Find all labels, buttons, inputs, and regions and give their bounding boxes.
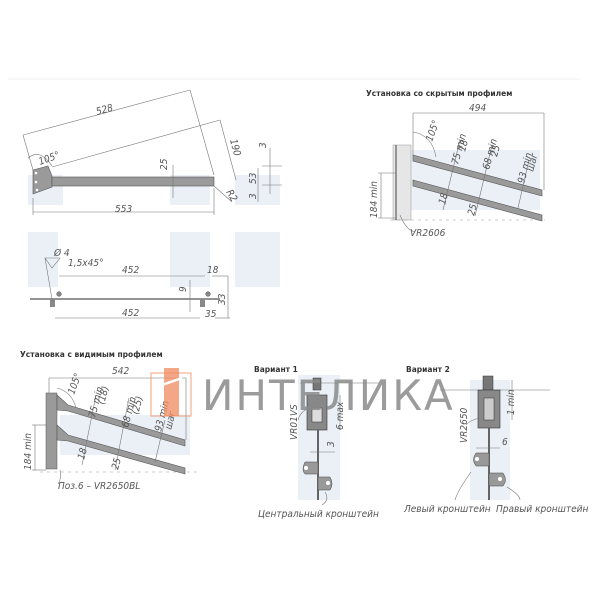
dim-25-hidden-bottom: 25 — [466, 203, 480, 217]
dim-452-top: 452 — [122, 265, 139, 276]
dim-chamfer: 1,5x45° — [68, 258, 104, 269]
bracket-arm — [51, 176, 215, 187]
hidden-profile-title: Установка со скрытым профилем — [366, 89, 512, 98]
dim-452-bottom: 452 — [122, 308, 139, 319]
caption-right-bracket: Правый кронштейн — [496, 504, 588, 515]
lower-bracket — [412, 179, 543, 222]
dim-25-visible-bottom: 25 — [110, 457, 124, 471]
dim-18-visible-top: (18) — [96, 385, 111, 406]
dim-18-visible-bottom: 18 — [76, 447, 90, 461]
part-vr2650bl: Поз.6 – VR2650BL — [58, 481, 140, 492]
caption-central-bracket: Центральный кронштейн — [258, 509, 379, 520]
dim-hole-4: Ø 4 — [53, 247, 70, 259]
dim-18-hidden-bottom: 18 — [437, 192, 451, 206]
dim-6-variant2: 6 — [502, 437, 508, 448]
drawing-hidden-profile: Установка со скрытым профилем 494 105° 7… — [366, 89, 545, 239]
dim-3-bottom: 3 — [248, 193, 259, 199]
dim-angle-105-visible: 105° — [66, 372, 84, 396]
dim-553: 553 — [115, 204, 132, 215]
caption-left-bracket: Левый кронштейн — [403, 504, 491, 515]
dim-184min-visible: 184 min — [23, 433, 34, 470]
right-bracket-tab — [488, 472, 506, 487]
dim-494: 494 — [469, 103, 486, 114]
dim-step-hidden: шаг — [525, 152, 540, 173]
dim-53: 53 — [248, 172, 259, 184]
dim-542: 542 — [112, 366, 129, 377]
part-vr2650: VR2650 — [459, 407, 470, 443]
visible-lower-bracket — [56, 424, 186, 475]
dim-25-visible-top: (25) — [130, 395, 145, 416]
dim-33: 33 — [217, 293, 228, 305]
part-vr2606: VR2606 — [410, 228, 446, 239]
part-vr01vs: VR01VS — [289, 404, 300, 440]
dim-184min-hidden: 184 min — [369, 181, 380, 218]
brand-logo-bar — [164, 368, 179, 416]
drawing-shelf-plan: Ø 4 1,5x45° 452 452 18 9 33 35 — [30, 247, 230, 320]
visible-profile-post — [45, 392, 58, 470]
dim-190: 190 — [227, 138, 242, 158]
dim-6max: 6 max — [335, 401, 346, 430]
dim-528: 528 — [95, 103, 115, 118]
visible-upper-bracket — [56, 394, 186, 447]
dim-1min: 1 min — [506, 389, 517, 415]
dim-angle-105-hidden: 105° — [424, 119, 442, 143]
dim-3-variant1: 3 — [326, 441, 337, 447]
dim-18-hidden-top: 18 — [457, 139, 471, 153]
drawing-variant-1: Вариант 1 VR01VS 6 max 3 Центральный кро… — [254, 365, 380, 520]
dim-25: 25 — [159, 158, 170, 170]
upper-bracket — [412, 154, 543, 197]
drawing-variant-2: Вариант 2 VR2650 1 min 6 Левый кронштейн… — [403, 365, 588, 515]
drawing-bracket-side: 528 105° 553 25 190 R2 3 53 3 — [22, 89, 282, 215]
brand-watermark: ИНТЕЛИКА — [150, 368, 455, 420]
left-bracket-tab — [473, 452, 490, 467]
dim-3-top: 3 — [258, 142, 269, 148]
dim-25-hidden-top: 25 — [489, 144, 503, 158]
bracket-tab-right — [317, 476, 333, 491]
variant-1-title: Вариант 1 — [254, 365, 298, 374]
visible-profile-title: Установка с видимым профилем — [20, 350, 163, 359]
variant-2-title: Вариант 2 — [406, 365, 450, 374]
dim-18: 18 — [207, 265, 219, 276]
dim-35: 35 — [205, 309, 217, 320]
dim-r2: R2 — [223, 188, 239, 204]
brand-watermark-text: ИНТЕЛИКА — [202, 371, 455, 420]
dim-9: 9 — [178, 286, 189, 292]
bracket-tab-left — [302, 461, 319, 475]
